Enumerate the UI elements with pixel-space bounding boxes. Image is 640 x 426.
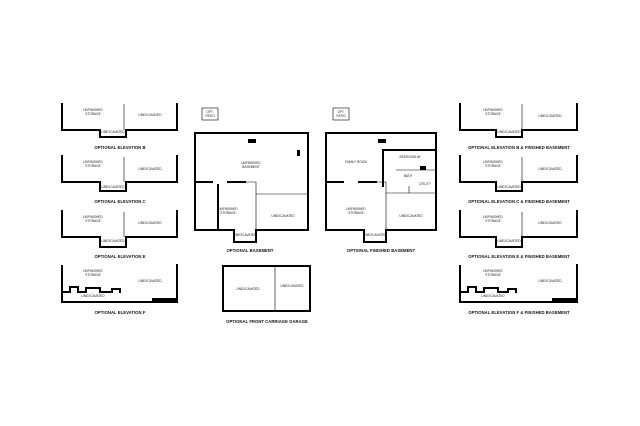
room-label-storage: UNFINISHED STORAGE [83,269,103,277]
room-label-unexcavated: UNEXCAVATED [101,185,125,189]
room-label-storage: UNFINISHED STORAGE [346,207,366,215]
elevation-c-plan [61,155,178,192]
room-label-unexcavated: UNEXCAVATED [497,239,521,243]
room-label-unexcavated: UNEXCAVATED [138,221,162,225]
caption-elevation-e: OPTIONAL ELEVATION E [94,254,146,259]
room-label-unexcavated: UNEXCAVATED [233,233,257,237]
room-label-unexcavated: UNEXCAVATED [497,130,521,134]
room-label-unexcavated: UNEXCAVATED [101,130,125,134]
carriage-garage-plan [222,265,311,312]
elevation-e-finished-plan [459,210,578,248]
room-label-storage: UNFINISHED STORAGE [218,207,238,215]
room-label-storage: UNFINISHED STORAGE [483,215,503,223]
elevation-f-plan [61,264,178,303]
room-label-bedroom: BEDROOM #5 [399,155,421,159]
elevation-e-plan [61,210,178,248]
caption-elevation-f-finished: OPTIONAL ELEVATION F & FINISHED BASEMENT [468,310,570,315]
room-label-storage: UNFINISHED STORAGE [83,108,103,116]
room-label-unexcavated: UNEXCAVATED [497,185,521,189]
room-label-unexcavated: UNEXCAVATED [399,214,423,218]
caption-elevation-e-finished: OPTIONAL ELEVATION E & FINISHED BASEMENT [468,254,570,259]
room-label-family-room: FAMILY ROOM [345,160,367,164]
caption-elevation-c: OPTIONAL ELEVATION C [94,199,146,204]
room-label-unexcavated: UNEXCAVATED [538,167,562,171]
room-label-unexcavated: UNEXCAVATED [138,167,162,171]
caption-basement: OPTIONAL BASEMENT [226,248,274,253]
room-label-unexcavated: UNEXCAVATED [538,279,562,283]
room-label-unexcavated: UNEXCAVATED [138,113,162,117]
room-label-unexcavated: UNEXCAVATED [271,214,295,218]
basement-plan [194,107,309,243]
room-label-storage: UNFINISHED STORAGE [483,108,503,116]
room-label-unexcavated: UNEXCAVATED [81,294,105,298]
room-label-bath: BATH [403,174,413,178]
room-label-storage: UNFINISHED STORAGE [483,269,503,277]
room-label-unexcavated: UNEXCAVATED [363,233,387,237]
room-label-patio: OPT. PATIO [205,110,215,118]
room-label-unfinished-basement: UNFINISHED BASEMENT [241,161,261,169]
room-label-patio: OPT. PATIO [336,110,346,118]
caption-elevation-b: OPTIONAL ELEVATION B [94,145,146,150]
room-label-utility: UTILITY [419,182,431,186]
caption-elevation-b-finished: OPTIONAL ELEVATION B & FINISHED BASEMENT [468,145,570,150]
room-label-storage: UNFINISHED STORAGE [483,160,503,168]
room-label-unexcavated: UNEXCAVATED [280,284,304,288]
elevation-b-plan [61,103,178,138]
room-label-storage: UNFINISHED STORAGE [83,215,103,223]
elevation-c-finished-plan [459,155,578,192]
elevation-f-finished-plan [459,264,578,303]
caption-finished-basement: OPTIONAL FINISHED BASEMENT [346,248,416,253]
caption-elevation-c-finished: OPTIONAL ELEVATION C & FINISHED BASEMENT [468,199,570,204]
room-label-storage: UNFINISHED STORAGE [83,160,103,168]
room-label-unexcavated: UNEXCAVATED [101,239,125,243]
caption-elevation-f: OPTIONAL ELEVATION F [94,310,146,315]
room-label-unexcavated: UNEXCAVATED [481,294,505,298]
room-label-unexcavated: UNEXCAVATED [138,279,162,283]
room-label-unexcavated: UNEXCAVATED [538,221,562,225]
caption-carriage-garage: OPTIONAL FRONT CARRIAGE GARAGE [226,319,308,324]
elevation-b-finished-plan [459,103,578,138]
finished-basement-plan [325,107,437,243]
room-label-unexcavated: UNEXCAVATED [538,114,562,118]
room-label-unexcavated: UNEXCAVATED [236,287,260,291]
